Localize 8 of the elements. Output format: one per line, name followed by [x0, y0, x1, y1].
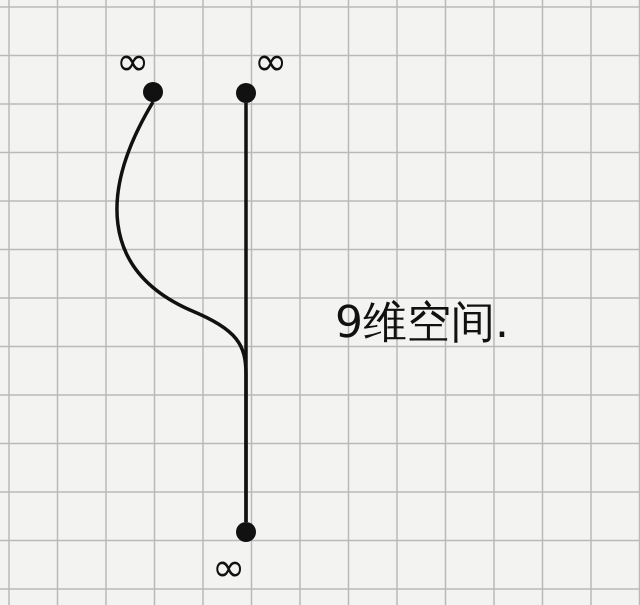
dot	[143, 82, 163, 102]
infinity-sign: ∞	[254, 42, 288, 82]
infinity-sign: ∞	[212, 548, 246, 588]
handwritten-note: 9维空间.	[335, 298, 509, 348]
curve-line	[115, 101, 248, 522]
dot	[236, 522, 256, 542]
dot	[236, 83, 256, 103]
infinity-sign: ∞	[116, 42, 150, 82]
